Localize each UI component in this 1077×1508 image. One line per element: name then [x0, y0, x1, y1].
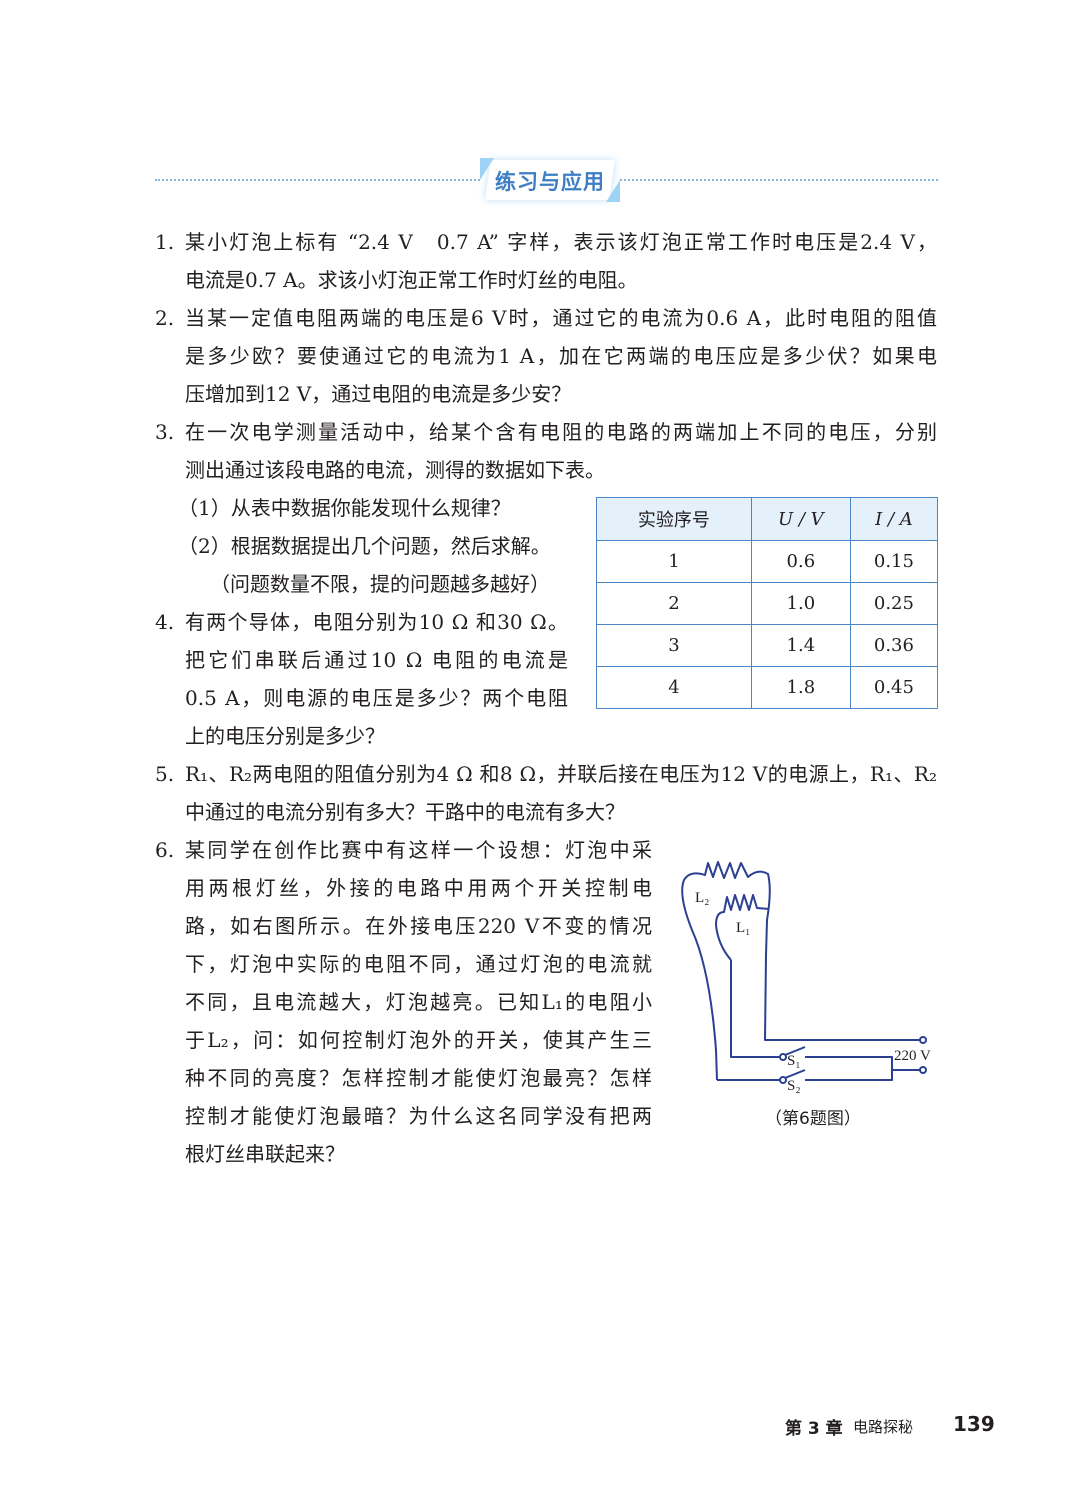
cell: 1.4 — [750, 624, 851, 667]
cell: 1 — [596, 540, 752, 583]
problem-6-line: 某同学在创作比赛中有这样一个设想：灯泡中采 — [185, 838, 652, 862]
cell: 2 — [596, 582, 752, 625]
label-s2: S₂ — [787, 1078, 801, 1094]
problem-6-line: 于L₂，问：如何控制灯泡外的开关，使其产生三 — [185, 1028, 652, 1052]
label-l1: L₁ — [736, 920, 750, 936]
terminal-bottom — [919, 1066, 927, 1074]
problem-5-line: 中通过的电流分别有多大？干路中的电流有多大？ — [185, 800, 625, 824]
problem-number: 2. — [155, 306, 175, 330]
cell: 0.25 — [849, 582, 939, 625]
problem-2-line: 压增加到12 V，通过电阻的电流是多少安？ — [185, 382, 572, 406]
problem-6-line: 下，灯泡中实际的电阻不同，通过灯泡的电流就 — [185, 952, 652, 976]
cell: 0.6 — [750, 540, 851, 583]
terminal-top — [919, 1036, 927, 1044]
problem-1-line: 某小灯泡上标有 “2.4 V 0.7 A” 字样，表示该灯泡正常工作时电压是2.… — [185, 230, 937, 254]
divider-left — [155, 179, 480, 181]
switch-s2-blade — [784, 1069, 806, 1079]
problem-4-line: 把它们串联后通过10 Ω 电阻的电流是 — [185, 648, 568, 672]
problem-6-line: 控制才能使灯泡最暗？为什么这名同学没有把两 — [185, 1104, 652, 1128]
problem-3-sub: （2）根据数据提出几个问题，然后求解。 — [178, 534, 551, 558]
switch-s1-blade — [784, 1046, 806, 1056]
problem-5-line: R₁、R₂两电阻的阻值分别为4 Ω 和8 Ω，并联后接在电压为12 V的电源上，… — [185, 762, 937, 786]
footer-chapter: 第 3 章 — [785, 1419, 843, 1439]
section-title: 练习与应用 — [495, 170, 605, 194]
problem-3-sub: （问题数量不限，提的问题越多越好） — [210, 572, 550, 596]
problem-4-line: 有两个导体，电阻分别为10 Ω 和30 Ω。 — [185, 610, 568, 634]
problem-1-line: 电流是0.7 A。求该小灯泡正常工作时灯丝的电阻。 — [185, 268, 638, 292]
cell: 0.36 — [849, 624, 939, 667]
problem-6-line: 不同，且电流越大，灯泡越亮。已知L₁的电阻小 — [185, 990, 652, 1014]
problem-3-line: 在一次电学测量活动中，给某个含有电阻的电路的两端加上不同的电压，分别 — [185, 420, 937, 444]
problem-2-line: 是多少欧？要使通过它的电流为1 A，加在它两端的电压应是多少伏？如果电 — [185, 344, 937, 368]
problem-6-line: 根灯丝串联起来？ — [185, 1142, 345, 1166]
problem-number: 4. — [155, 610, 175, 634]
filament-l1-wire — [715, 894, 770, 961]
header-cell: I / A — [849, 497, 939, 541]
page-number: 139 — [953, 1412, 995, 1436]
cell: 0.15 — [849, 540, 939, 583]
problem-6-line: 路，如右图所示。在外接电压220 V不变的情况 — [185, 914, 652, 938]
header-cell: U / V — [750, 497, 851, 541]
circuit-diagram: L₂ L₁ S₁ S₂ 220 V — [681, 861, 931, 1094]
figure-caption: （第6题图） — [765, 1109, 861, 1129]
header-cell: 实验序号 — [596, 497, 752, 541]
problem-number: 3. — [155, 420, 175, 444]
problem-number: 1. — [155, 230, 175, 254]
cell: 3 — [596, 624, 752, 667]
cell: 1.0 — [750, 582, 851, 625]
cell: 0.45 — [849, 666, 939, 709]
cell: 4 — [596, 666, 752, 709]
problem-3-line: 测出通过该段电路的电流，测得的数据如下表。 — [185, 458, 605, 482]
footer-chapter-title: 电路探秘 — [853, 1418, 914, 1436]
section-banner: 练习与应用 — [480, 158, 620, 202]
table-header-row: 实验序号 U / V I / A — [596, 497, 939, 541]
problem-number: 5. — [155, 762, 175, 786]
problem-4-line: 0.5 A，则电源的电压是多少？两个电阻 — [185, 686, 568, 710]
problem-6-line: 用两根灯丝，外接的电路中用两个开关控制电 — [185, 876, 652, 900]
problem-2-line: 当某一定值电阻两端的电压是6 V时，通过它的电流为0.6 A，此时电阻的阻值 — [185, 306, 937, 330]
switch-s1-wire — [730, 960, 920, 1081]
divider-right — [620, 179, 938, 181]
label-voltage: 220 V — [894, 1048, 931, 1064]
switch-s2-contact — [779, 1076, 787, 1084]
label-s1: S₁ — [787, 1053, 801, 1069]
problem-3-sub: （1）从表中数据你能发现什么规律？ — [178, 496, 511, 520]
problem-4-line: 上的电压分别是多少？ — [185, 724, 385, 748]
label-l2: L₂ — [695, 890, 709, 906]
cell: 1.8 — [750, 666, 851, 709]
switch-s1-contact — [779, 1053, 787, 1061]
problem-number: 6. — [155, 838, 175, 862]
filament-l2-wire — [681, 861, 923, 1081]
problem-6-line: 种不同的亮度？怎样控制才能使灯泡最亮？怎样 — [185, 1066, 652, 1090]
